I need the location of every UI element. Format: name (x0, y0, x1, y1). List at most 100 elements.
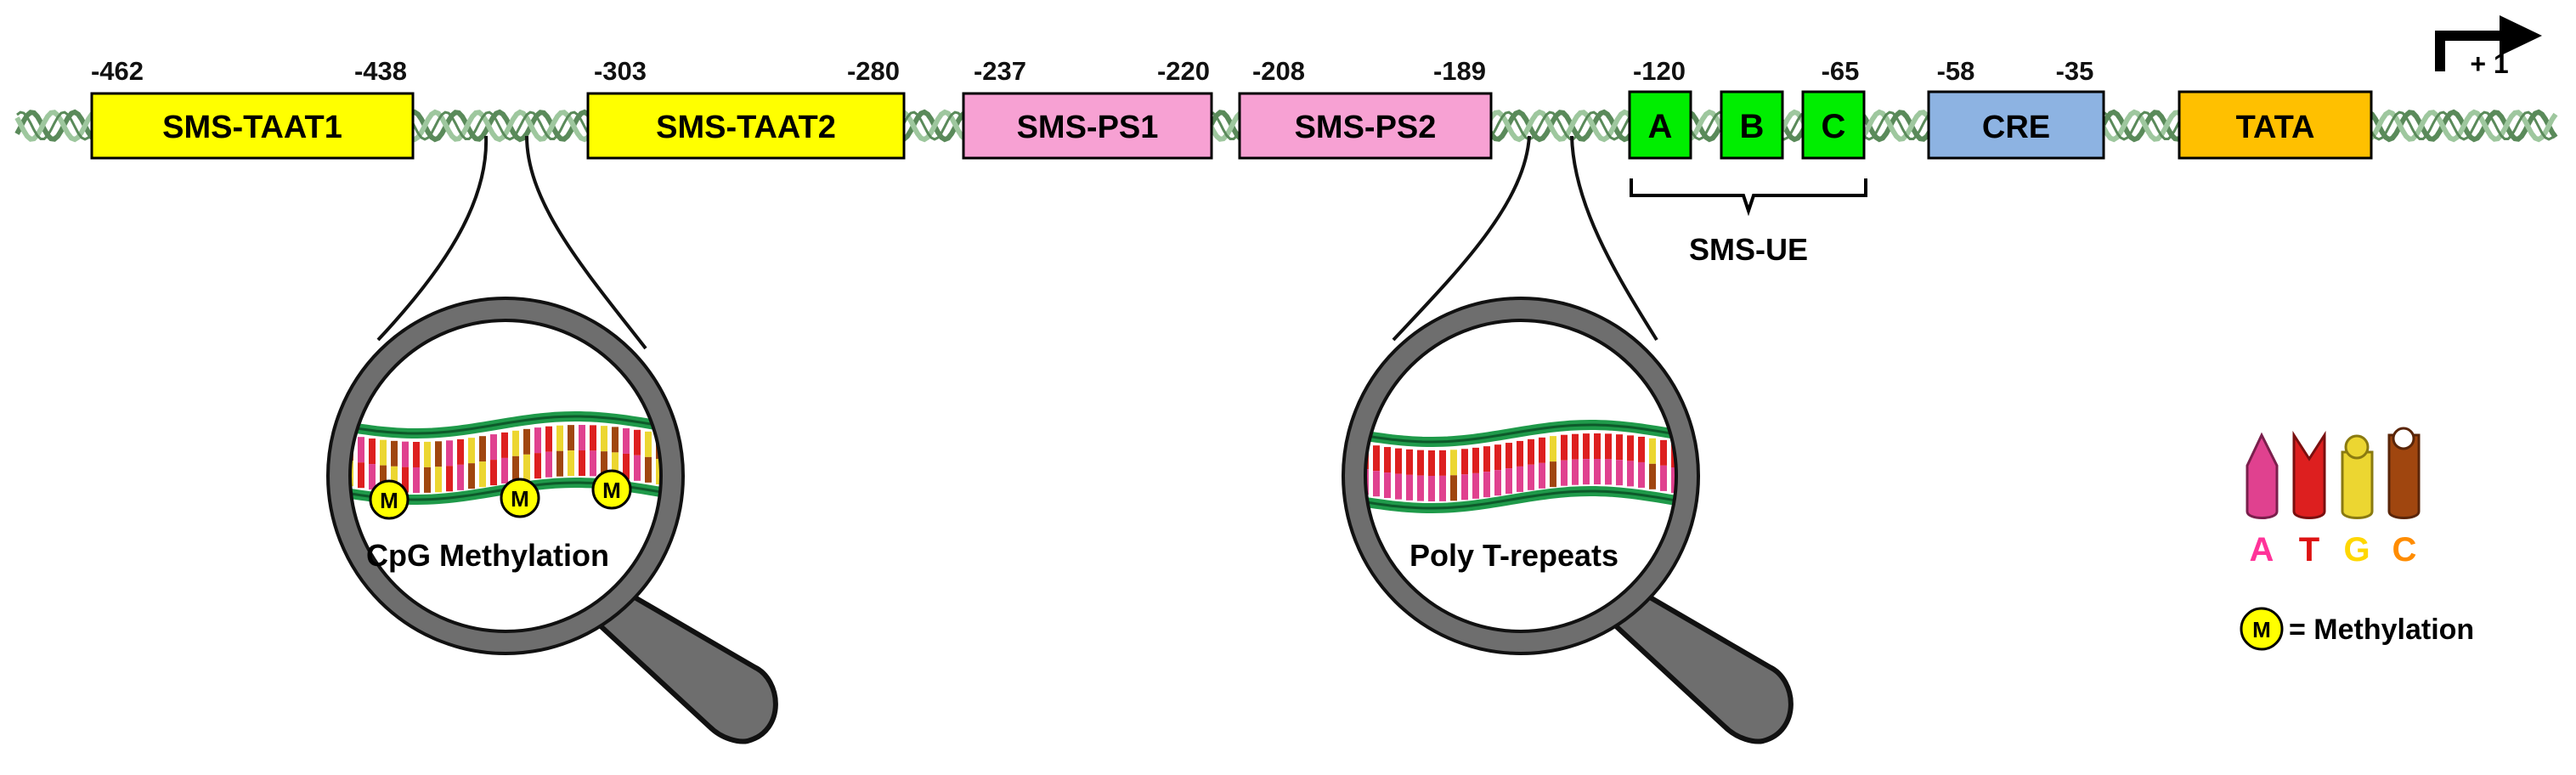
base-pair-bottom (358, 462, 364, 489)
backbone-outline (1364, 489, 1678, 510)
element-start-coord: -58 (1937, 56, 1975, 86)
base-pair-top (579, 425, 585, 451)
base-pair-top (645, 431, 652, 457)
base-pair-top (391, 440, 398, 467)
element-end-coord: -220 (1157, 56, 1210, 86)
element-label: SMS-PS2 (1295, 110, 1437, 145)
base-pair-bottom (1605, 459, 1612, 485)
base-pair-bottom (645, 456, 652, 483)
base-pair-bottom (579, 450, 585, 477)
methylation-mark: M (369, 479, 410, 520)
base-pair-bottom (490, 460, 497, 486)
base-pair-top (1384, 447, 1391, 473)
base-pair-top (468, 438, 475, 464)
base-pair-bottom (1627, 461, 1634, 487)
ue-start-coord: -120 (1633, 56, 1686, 86)
legend-shape-g (2341, 434, 2374, 519)
methyl-mark-label: M (380, 488, 398, 513)
base-pair-bottom (1616, 460, 1623, 486)
base-pair-top (1594, 433, 1601, 460)
ue-box-c-label: C (1822, 108, 1846, 145)
tss-label: + 1 (2470, 48, 2508, 79)
base-pair-bottom (435, 467, 442, 493)
base-pair-bottom (1561, 460, 1568, 486)
zoom-cone-cpg (376, 135, 489, 342)
base-pair-bottom (1638, 461, 1645, 488)
base-pair-top (634, 429, 641, 455)
legend-shape-c (2387, 427, 2421, 519)
base-pair-top (556, 425, 563, 451)
base-pair-bottom (612, 452, 619, 478)
legend-methyl-symbol: M (2252, 617, 2271, 642)
base-pair-bottom (1594, 459, 1601, 485)
base-pair-top (424, 441, 431, 467)
ue-bracket (1630, 178, 1867, 217)
dna-closeup-polyt (1364, 420, 1678, 513)
element-end-coord: -438 (354, 56, 407, 86)
base-pair-bottom (424, 467, 431, 493)
base-pair-bottom (512, 455, 519, 482)
base-pair-bottom (413, 467, 420, 493)
base-pair-top (1583, 433, 1590, 460)
base-pair-top (1494, 444, 1501, 471)
legend-shape-a (2246, 432, 2279, 519)
base-pair-top (590, 425, 596, 451)
base-pair-bottom (1417, 475, 1424, 501)
base-pair-top (623, 427, 630, 454)
element-label: CRE (1982, 110, 2050, 145)
legend-letter-t: T (2299, 531, 2319, 569)
base-pair-top (534, 427, 541, 454)
base-pair-bottom (1528, 464, 1534, 490)
base-pair-bottom (457, 464, 464, 490)
base-pair-top (1660, 439, 1667, 466)
base-pair-top (413, 441, 420, 467)
base-pair-top (490, 434, 497, 461)
base-pair-top (1505, 443, 1512, 469)
base-pair-top (1406, 449, 1413, 475)
base-pair-top (369, 438, 376, 465)
base-pair-top (1373, 445, 1380, 472)
base-pair-top (1417, 450, 1424, 476)
base-pair-top (1638, 436, 1645, 462)
base-pair-top (402, 441, 409, 467)
base-pair-top (457, 438, 464, 465)
legend-methyl-key: M = Methylation (2240, 607, 2474, 651)
base-pair-bottom (1572, 459, 1579, 485)
legend-shape-t (2292, 430, 2326, 519)
element-tata: TATA (2178, 90, 2373, 160)
tss-arrow: + 1 (2435, 15, 2542, 79)
base-pair-bottom (623, 453, 630, 479)
base-pair-top (1439, 450, 1446, 476)
element-start-coord: -237 (974, 56, 1026, 86)
element-start-coord: -208 (1252, 56, 1305, 86)
magnifier-polyt: Poly T-repeats (1342, 297, 1794, 744)
legend-letter-c: C (2392, 531, 2417, 569)
base-pair-top (1428, 450, 1435, 476)
base-pair-top (1483, 446, 1490, 472)
base-pair-bottom (556, 450, 563, 477)
base-pair-top (380, 439, 387, 466)
base-pair-top (446, 440, 453, 467)
base-pair-top (1472, 447, 1479, 473)
element-ps1: SMS-PS1 -237 -220 (962, 56, 1213, 160)
base-pair-bottom (369, 464, 376, 490)
zoom-cone-polyt (1392, 135, 1531, 342)
base-pair-top (1461, 449, 1468, 475)
base-pair-top (358, 437, 364, 463)
base-pair-bottom (568, 450, 574, 477)
legend-letter-a: A (2250, 531, 2274, 569)
base-pair-top (523, 428, 530, 455)
element-ue: A B C -120 -65 SMS-UE (1628, 56, 1867, 267)
methylation-mark: M (500, 478, 540, 518)
base-pair-bottom (534, 453, 541, 479)
base-pair-top (501, 432, 508, 458)
element-start-coord: -462 (91, 56, 144, 86)
base-pair-bottom (391, 466, 398, 492)
base-pair-bottom (1494, 470, 1501, 496)
legend: A T G C M = Methylation (2240, 427, 2474, 651)
ue-end-coord: -65 (1822, 56, 1860, 86)
base-pair-top (1528, 438, 1534, 465)
base-pair-bottom (402, 467, 409, 493)
zoom-cone-cpg-right (525, 135, 647, 350)
base-pair-bottom (1483, 472, 1490, 498)
